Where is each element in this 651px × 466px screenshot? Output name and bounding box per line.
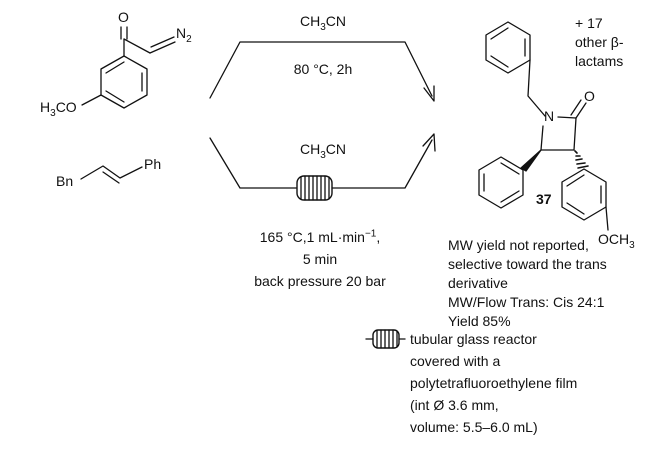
diazo-n-sub: 2: [186, 33, 192, 45]
flow-cond-rate: 165 °C,1 mL·min: [259, 229, 365, 245]
product-methoxy-sub: 3: [629, 239, 635, 251]
reactant1-diazo-group: N2: [176, 24, 192, 45]
flow-conditions-line2: 5 min: [302, 251, 338, 267]
flow-cond-comma: ,: [376, 229, 381, 245]
coil-reactor-icon: [296, 175, 333, 201]
product-methoxy-group: OCH3: [598, 230, 635, 251]
legend-line-5: volume: 5.5–6.0 mL): [410, 419, 538, 435]
product-n-atom: N: [544, 108, 555, 124]
diazo-n: N: [176, 25, 187, 41]
legend-line-1: tubular glass reactor: [410, 331, 537, 347]
results-line-2: selective toward the trans: [448, 256, 607, 272]
reactant2-benzyl-label: Bn: [56, 173, 74, 189]
reactant1-carbonyl-oxygen: O: [118, 9, 129, 25]
product-carbonyl-oxygen: O: [584, 88, 595, 104]
methoxy-h-sub: 3: [50, 107, 56, 119]
mw-route-arrow: [209, 41, 435, 102]
legend-line-2: covered with a: [410, 353, 501, 369]
flow-solvent-cn: CN: [325, 141, 347, 157]
flow-conditions-line3: back pressure 20 bar: [254, 273, 386, 289]
reactant1-methoxy-group: H3CO: [40, 98, 77, 119]
results-line-3: derivative: [448, 275, 508, 291]
reactant-diazoketone-structure: [81, 26, 176, 109]
flow-solvent-label: CH3CN: [283, 140, 363, 161]
other-lactams-note-line3: lactams: [575, 53, 624, 69]
methoxy-h: H: [40, 99, 51, 115]
methoxy-co: CO: [55, 99, 77, 115]
reactant2-phenyl-label: Ph: [144, 156, 162, 172]
results-line-5: Yield 85%: [448, 313, 511, 329]
results-line-1: MW yield not reported,: [448, 237, 589, 253]
other-lactams-note-line2: other β-: [575, 34, 624, 50]
flow-solvent-sub: 3: [320, 149, 326, 161]
flow-conditions-line1: 165 °C,1 mL·min−1,: [220, 228, 420, 247]
product-beta-lactam-structure: [478, 21, 609, 231]
flow-cond-rate-sup: −1: [364, 228, 377, 240]
compound-number: 37: [536, 191, 552, 207]
product-methoxy-och: OCH: [598, 231, 630, 247]
mw-solvent-label: CH3CN: [283, 12, 363, 33]
legend-line-4: (int Ø 3.6 mm,: [410, 397, 499, 413]
mw-solvent-cn: CN: [325, 13, 347, 29]
results-line-4: MW/Flow Trans: Cis 24:1: [448, 294, 605, 310]
flow-solvent-ch: CH: [299, 141, 321, 157]
mw-conditions-label: 80 °C, 2h: [293, 61, 353, 77]
legend-line-3: polytetrafluoroethylene film: [410, 375, 578, 391]
flow-route-arrow: [209, 133, 436, 189]
reactant-alkene-structure: [80, 165, 143, 184]
mw-solvent-sub: 3: [320, 21, 326, 33]
legend-coil-reactor-icon: [365, 329, 406, 349]
mw-solvent-ch: CH: [299, 13, 321, 29]
other-lactams-note-line1: + 17: [575, 15, 603, 31]
reactant1-benzene-ring: [100, 55, 148, 109]
